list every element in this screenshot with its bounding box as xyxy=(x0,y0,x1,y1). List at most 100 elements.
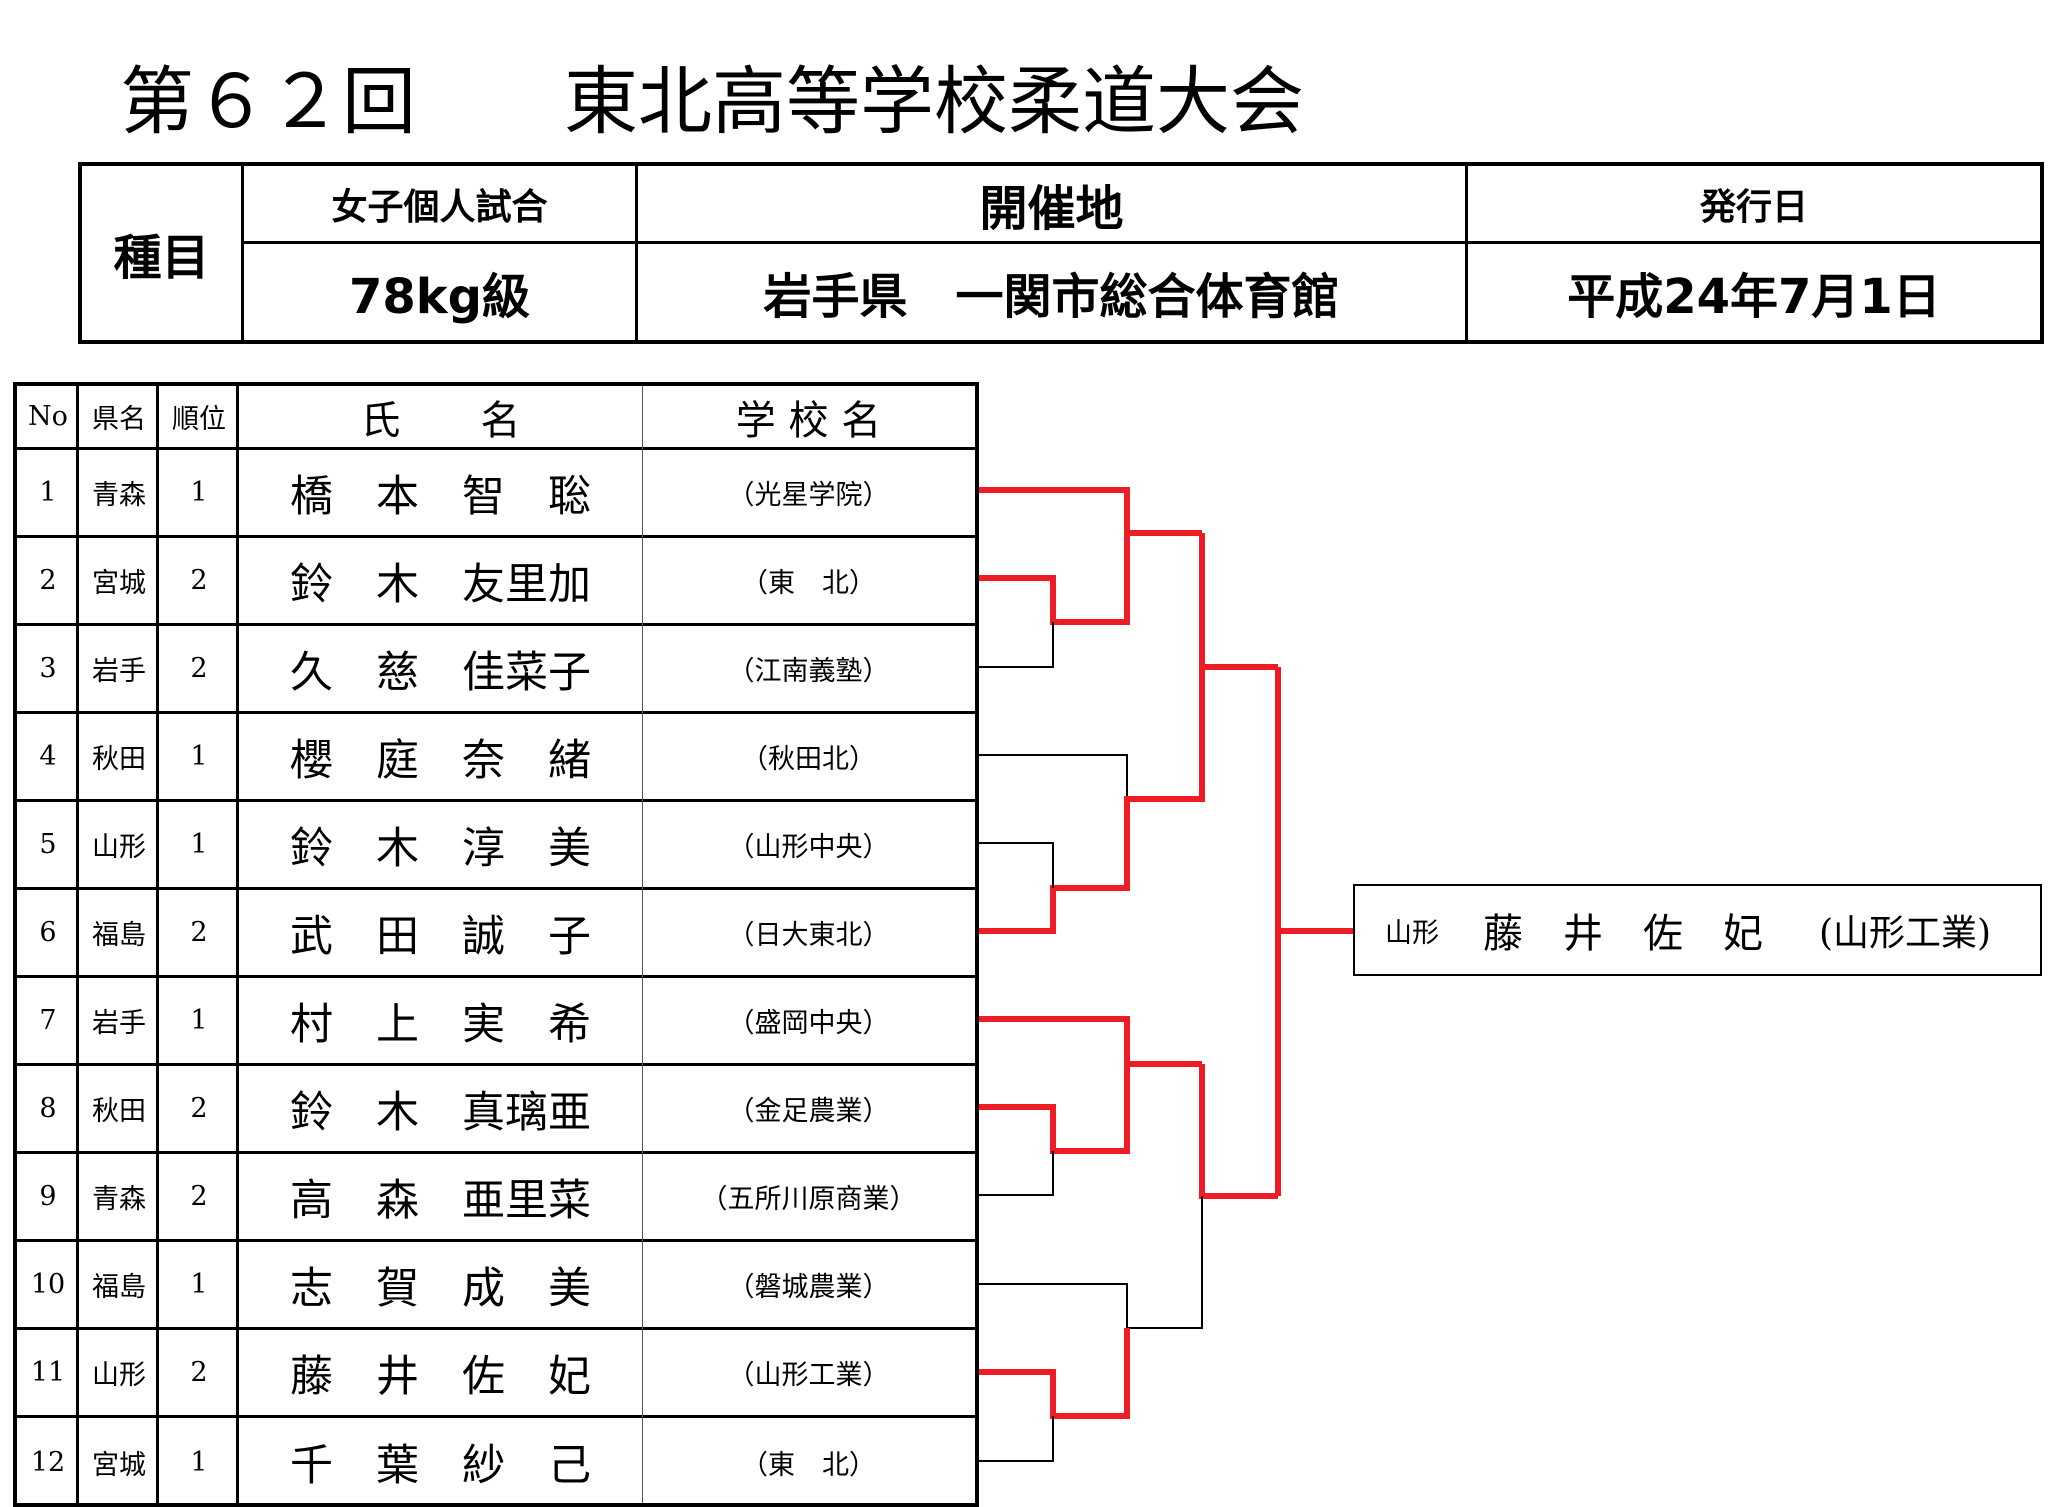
row-prefecture: 宮城 xyxy=(92,568,146,599)
bracket-line xyxy=(1199,1064,1278,1199)
bracket-line xyxy=(979,1064,1130,1154)
divider xyxy=(236,386,239,1503)
row-rank: 2 xyxy=(190,565,208,596)
row-school: （金足農業） xyxy=(727,1096,890,1127)
bracket-line xyxy=(979,1328,1130,1419)
row-no: 7 xyxy=(39,1005,57,1036)
row-name: 鈴 木 友里加 xyxy=(290,559,591,610)
issue-date: 平成24年7月1日 xyxy=(1567,269,1941,325)
champion-box: 山形 藤 井 佐 妃 (山形工業) xyxy=(1353,884,2042,976)
row-prefecture: 秋田 xyxy=(92,1096,146,1127)
row-school: （秋田北） xyxy=(741,744,876,775)
row-prefecture: 青森 xyxy=(92,1184,146,1215)
champion-school: (山形工業) xyxy=(1819,913,1992,954)
roster-row: 1 青森 1 橋 本 智 聡 （光星学院） xyxy=(17,450,975,538)
header-name: 氏 名 xyxy=(239,386,642,450)
bracket-line xyxy=(979,667,1205,934)
row-rank: 2 xyxy=(190,1181,208,1212)
row-name: 櫻 庭 奈 緒 xyxy=(290,735,591,786)
row-rank: 1 xyxy=(190,741,208,772)
date-label: 発行日 xyxy=(1468,166,2040,244)
header-prefecture: 県名 xyxy=(79,386,159,450)
row-school: （五所川原商業） xyxy=(700,1184,917,1215)
row-name: 村 上 実 希 xyxy=(290,999,591,1050)
venue-label: 開催地 xyxy=(638,166,1468,244)
divider xyxy=(76,386,79,1503)
bracket-line xyxy=(1275,667,1353,934)
row-school: （東 北） xyxy=(741,568,876,599)
row-name: 鈴 木 真璃亜 xyxy=(290,1087,591,1138)
divider xyxy=(156,386,159,1503)
row-rank: 1 xyxy=(190,1269,208,1300)
event-info-table: 種目 女子個人試合 78kg級 開催地 岩手県 一関市総合体育館 発行日 平成2… xyxy=(78,162,2044,344)
row-name: 志 賀 成 美 xyxy=(290,1263,591,1314)
row-no: 6 xyxy=(39,917,57,948)
row-prefecture: 福島 xyxy=(92,920,146,951)
row-no: 8 xyxy=(39,1093,57,1124)
divider xyxy=(642,386,643,1503)
row-prefecture: 秋田 xyxy=(92,744,146,775)
row-no: 1 xyxy=(39,477,57,508)
row-prefecture: 福島 xyxy=(92,1272,146,1303)
row-rank: 2 xyxy=(190,653,208,684)
roster-row: 2 宮城 2 鈴 木 友里加 （東 北） xyxy=(17,538,975,626)
row-rank: 2 xyxy=(190,1093,208,1124)
row-name: 鈴 木 淳 美 xyxy=(290,823,591,874)
row-rank: 2 xyxy=(190,917,208,948)
row-no: 4 xyxy=(39,741,57,772)
row-no: 2 xyxy=(39,565,57,596)
row-prefecture: 山形 xyxy=(92,1360,146,1391)
row-no: 3 xyxy=(39,653,57,684)
row-no: 11 xyxy=(30,1357,66,1388)
row-school: （東 北） xyxy=(741,1449,876,1481)
row-school: （磐城農業） xyxy=(727,1272,890,1303)
bracket-line xyxy=(979,754,1128,799)
row-prefecture: 山形 xyxy=(92,832,146,863)
roster-row: 3 岩手 2 久 慈 佳菜子 （江南義塾） xyxy=(17,626,975,714)
header-rank: 順位 xyxy=(159,386,239,450)
roster-row: 9 青森 2 高 森 亜里菜 （五所川原商業） xyxy=(17,1154,975,1242)
row-no: 12 xyxy=(30,1446,66,1478)
event-label: 種目 xyxy=(82,166,244,340)
bracket-line xyxy=(979,1416,1054,1462)
row-prefecture: 岩手 xyxy=(92,656,146,687)
row-name: 藤 井 佐 妃 xyxy=(290,1351,591,1402)
row-no: 10 xyxy=(30,1269,66,1300)
roster-row: 8 秋田 2 鈴 木 真璃亜 （金足農業） xyxy=(17,1066,975,1154)
row-school: （山形中央） xyxy=(727,832,890,863)
roster-row: 4 秋田 1 櫻 庭 奈 緒 （秋田北） xyxy=(17,714,975,802)
row-school: （光星学院） xyxy=(727,480,890,511)
row-rank: 1 xyxy=(190,477,208,508)
row-name: 高 森 亜里菜 xyxy=(290,1175,591,1226)
row-name: 久 慈 佳菜子 xyxy=(290,647,591,698)
champion-prefecture: 山形 xyxy=(1385,917,1439,949)
row-school: （江南義塾） xyxy=(727,656,890,687)
header-school: 学 校 名 xyxy=(642,386,975,450)
roster-row: 10 福島 1 志 賀 成 美 （磐城農業） xyxy=(17,1242,975,1330)
row-rank: 1 xyxy=(190,1005,208,1036)
row-school: （盛岡中央） xyxy=(727,1008,890,1039)
row-prefecture: 宮城 xyxy=(92,1449,146,1481)
row-rank: 2 xyxy=(190,1357,208,1388)
row-name: 千 葉 紗 己 xyxy=(290,1441,591,1491)
row-rank: 1 xyxy=(190,1446,208,1478)
bracket-line xyxy=(979,1151,1054,1196)
venue: 岩手県 一関市総合体育館 xyxy=(638,244,1468,340)
champion-name: 藤 井 佐 妃 xyxy=(1483,911,1763,957)
weight-class: 78kg級 xyxy=(244,244,638,340)
bracket-line xyxy=(979,1016,1202,1067)
row-no: 9 xyxy=(39,1181,57,1212)
row-name: 橋 本 智 聡 xyxy=(290,471,591,522)
row-name: 武 田 誠 子 xyxy=(290,911,591,962)
bracket-line xyxy=(979,1196,1203,1329)
header-no: No xyxy=(17,386,79,450)
page-title: 第６２回 東北高等学校柔道大会 xyxy=(120,59,1304,145)
event-type: 女子個人試合 xyxy=(244,166,638,244)
row-rank: 1 xyxy=(190,829,208,860)
row-prefecture: 青森 xyxy=(92,480,146,511)
